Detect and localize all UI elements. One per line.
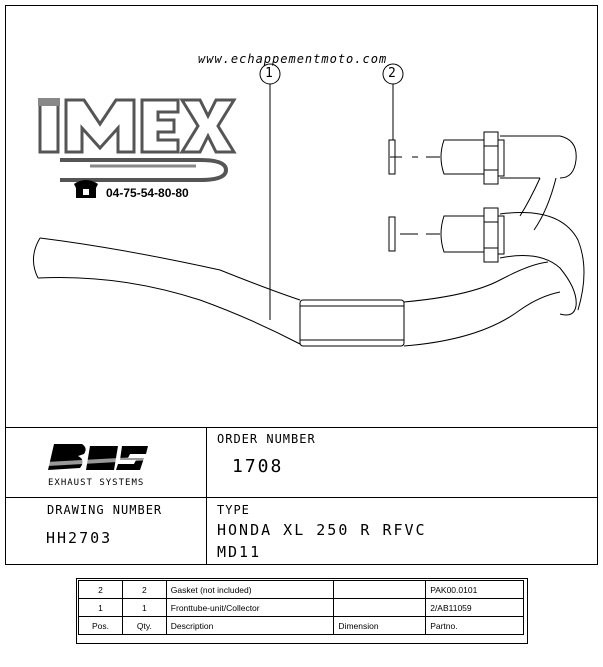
partno-header: Partno. — [425, 616, 524, 635]
gasket-upper — [388, 139, 440, 175]
description-cell: Fronttube-unit/Collector — [165, 598, 335, 617]
bos-logo — [44, 440, 156, 476]
imex-logo — [38, 98, 237, 182]
partno-cell: 2/AB11059 — [425, 598, 524, 617]
gasket-lower — [388, 216, 440, 252]
qty-header: Qty. — [121, 616, 167, 635]
brand-subtitle: EXHAUST SYSTEMS — [48, 478, 145, 488]
pos-cell: 2 — [78, 580, 123, 599]
bos-logo-graphic — [46, 444, 154, 470]
pos-header: Pos. — [78, 616, 123, 635]
phone-number: 04-75-54-80-80 — [106, 186, 189, 200]
table-row: 1 1 Fronttube-unit/Collector 2/AB11059 — [78, 598, 524, 617]
drawing-frame — [5, 5, 598, 565]
dimension-cell — [333, 598, 427, 617]
parts-list-table: 2 2 Gasket (not included) PAK00.0101 1 1… — [78, 580, 524, 635]
dimension-header: Dimension — [333, 616, 427, 635]
title-block-divider — [206, 427, 207, 565]
callout-2-marker — [382, 63, 404, 140]
upper-port-collar — [440, 131, 505, 185]
drawing-number-label: DRAWING NUMBER — [47, 503, 163, 517]
callout-2-label: 2 — [388, 66, 396, 81]
type-line-1: HONDA XL 250 R RFVC — [217, 521, 427, 539]
type-line-2: MD11 — [217, 543, 262, 561]
qty-cell: 2 — [121, 580, 167, 599]
lower-port-collar — [440, 207, 505, 263]
pos-cell: 1 — [78, 598, 123, 617]
description-cell: Gasket (not included) — [165, 580, 335, 599]
drawing-number-value: HH2703 — [46, 529, 113, 547]
order-number-label: ORDER NUMBER — [217, 432, 316, 446]
header-pipe — [33, 135, 585, 347]
callout-1-marker — [259, 63, 281, 320]
parts-list-frame — [76, 578, 528, 644]
description-header: Description — [165, 616, 335, 635]
qty-cell: 1 — [121, 598, 167, 617]
dimension-cell — [333, 580, 427, 599]
partno-cell: PAK00.0101 — [425, 580, 524, 599]
table-header-row: Pos. Qty. Description Dimension Partno. — [78, 616, 524, 635]
exhaust-drawing — [33, 63, 585, 347]
title-block-top-rule — [5, 427, 598, 428]
title-block-middle-rule — [5, 497, 598, 498]
website-url[interactable]: www.echappementmoto.com — [198, 52, 388, 66]
callout-1-label: 1 — [265, 66, 273, 81]
order-number-value: 1708 — [232, 456, 284, 477]
telephone-icon — [74, 180, 98, 198]
table-row: 2 2 Gasket (not included) PAK00.0101 — [78, 580, 524, 599]
type-label: TYPE — [217, 503, 250, 517]
